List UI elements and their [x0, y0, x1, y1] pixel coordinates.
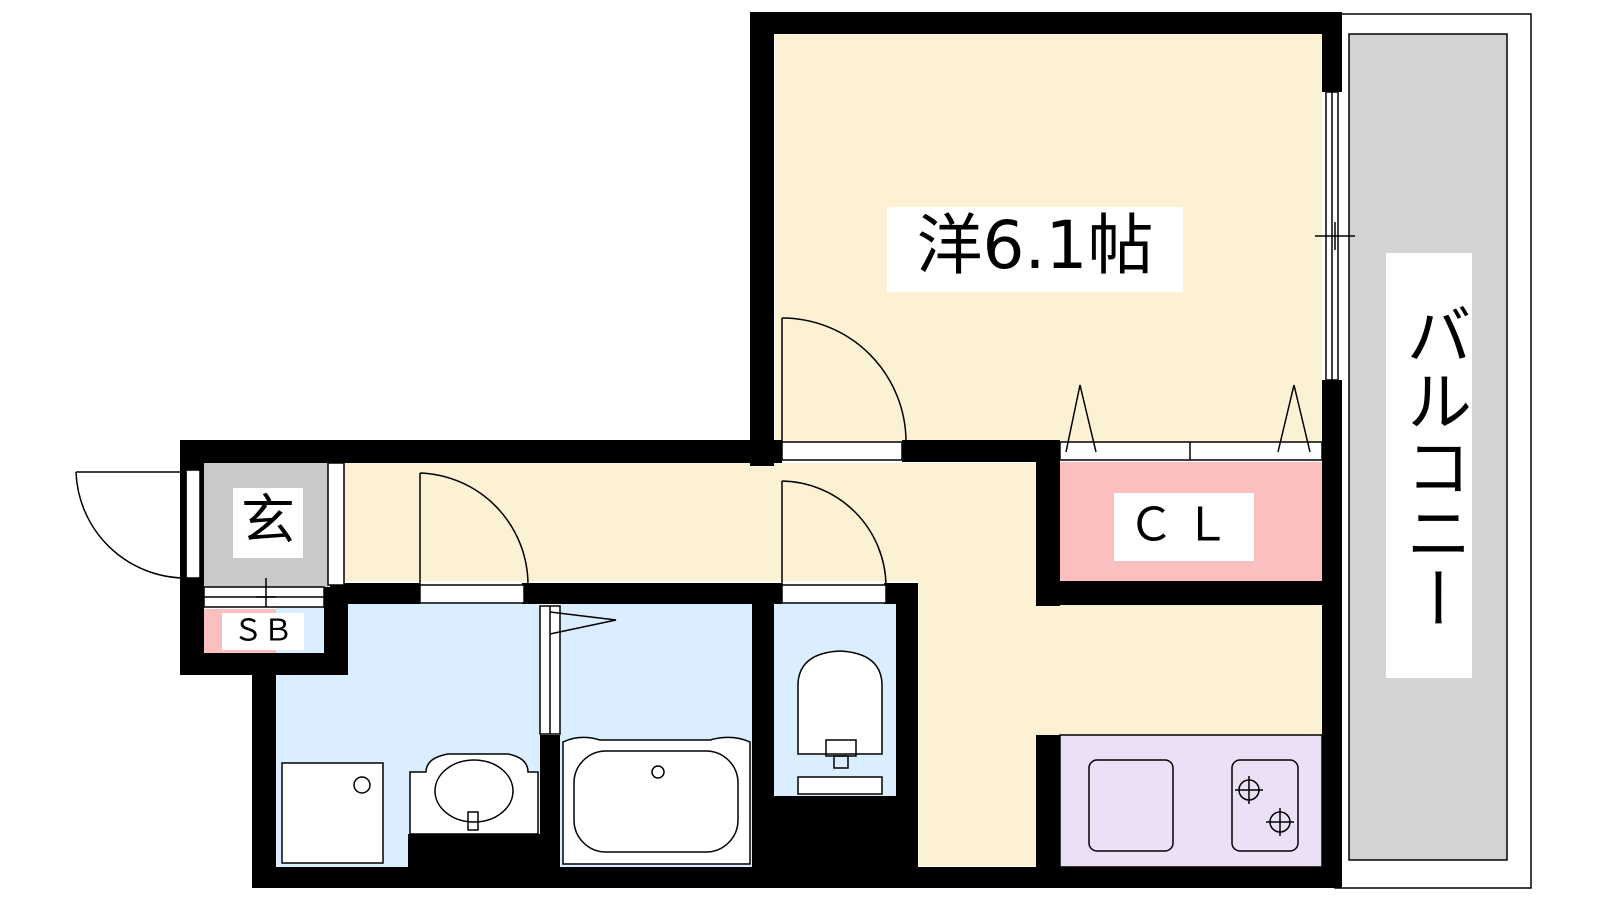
- balcony-label-bg: [1386, 253, 1472, 678]
- entrance-door: [75, 471, 187, 579]
- western-room-label: 洋6.1帖: [917, 207, 1154, 284]
- bathtub: [562, 736, 751, 865]
- balcony-label: バルコニー: [1395, 301, 1472, 631]
- entrance-label-bg: [233, 488, 303, 558]
- hallway-floor: [330, 463, 1036, 581]
- closet-label-bg: [1114, 493, 1254, 561]
- kitchen-sink: [1088, 759, 1174, 852]
- closet-sliding-door: [1059, 384, 1323, 461]
- washbasin: [409, 753, 539, 835]
- balcony-window: [1315, 91, 1355, 381]
- toilet-door: [781, 480, 887, 604]
- toilet: [797, 650, 883, 795]
- bathroom-door: [539, 605, 617, 735]
- washroom-door: [419, 472, 529, 604]
- entrance-label: 玄: [241, 489, 295, 552]
- western-room-door: [781, 317, 907, 461]
- shoebox-label-bg: [222, 613, 304, 650]
- closet-label: ＣＬ: [1128, 498, 1240, 552]
- washing-machine-space: [281, 762, 384, 864]
- walls: [180, 12, 1342, 888]
- shoebox-doors: [203, 578, 325, 608]
- shoebox-label: ＳＢ: [233, 614, 293, 649]
- gas-stove-icon: [1231, 759, 1299, 852]
- entrance-window: [185, 462, 345, 586]
- western-room-label-bg: [887, 207, 1183, 292]
